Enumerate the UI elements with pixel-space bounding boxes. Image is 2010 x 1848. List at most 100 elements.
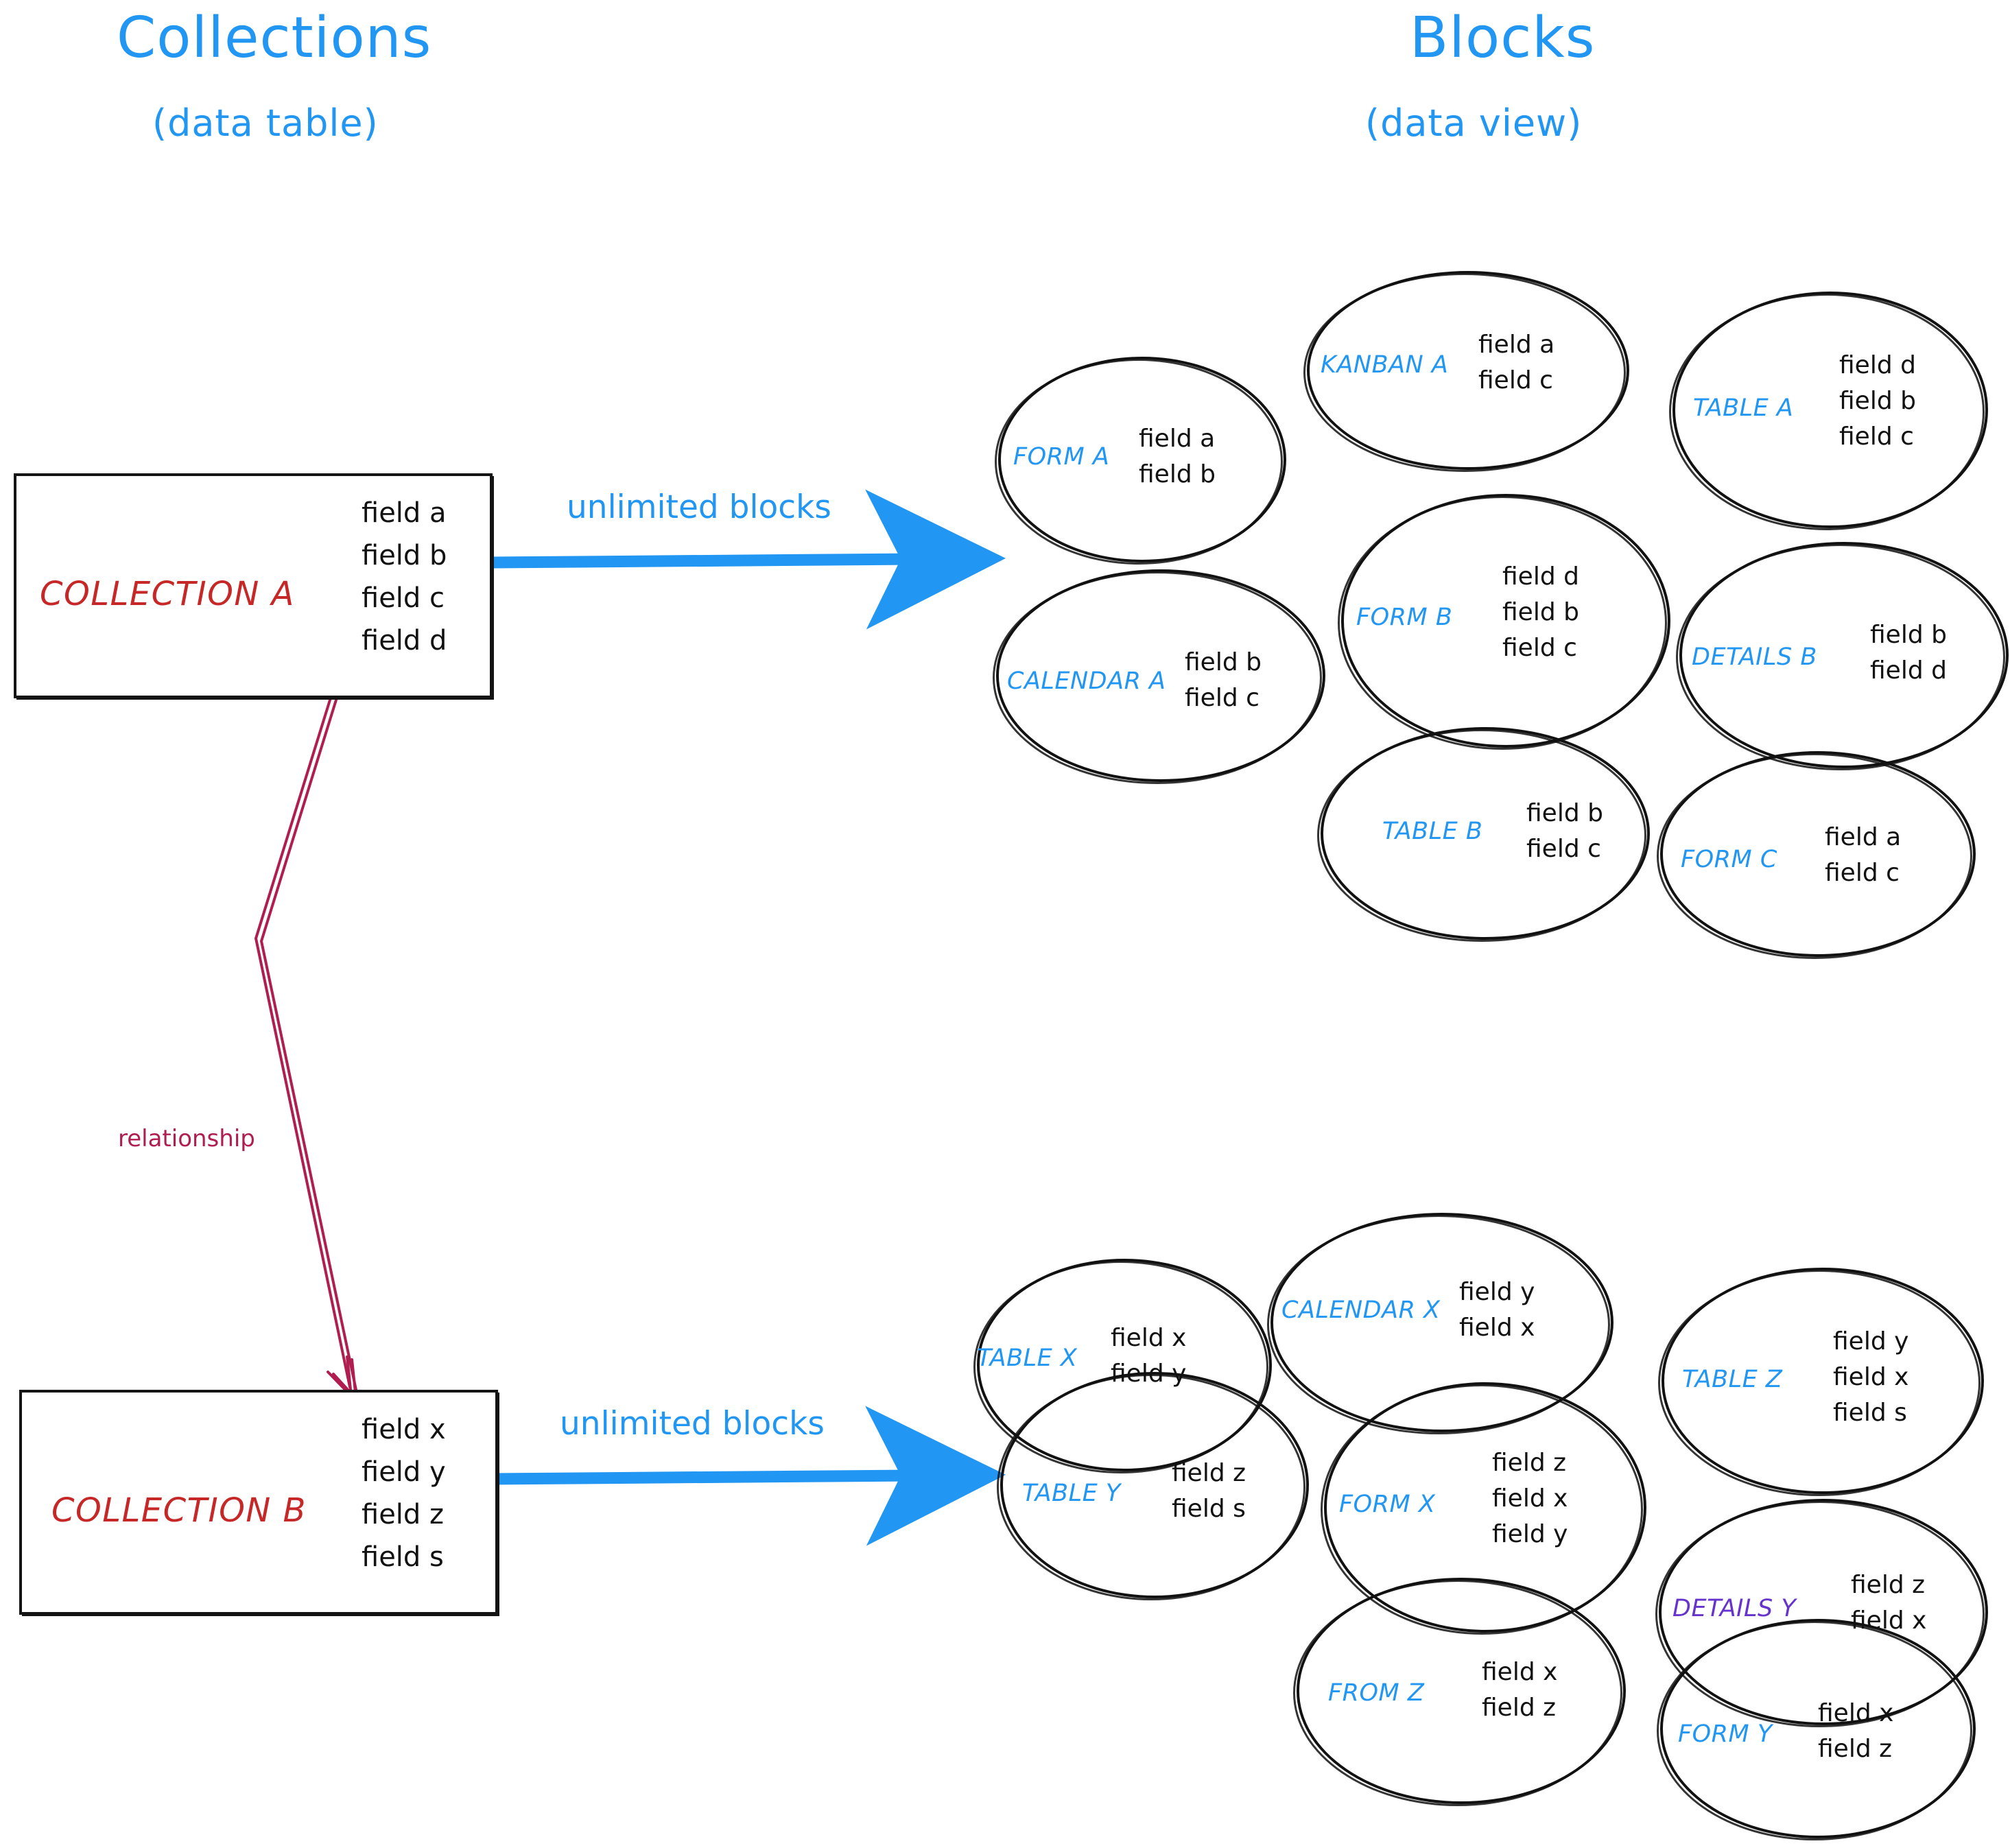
field-row: field a: [1825, 823, 1902, 851]
page-title-blocks: Blocks: [1410, 5, 1596, 71]
ellipse-outline: [1672, 292, 1988, 528]
field-row: field z: [1482, 1694, 1557, 1722]
block-fields: field a field c: [1825, 820, 1901, 891]
field-row: field x: [1482, 1658, 1558, 1686]
field-row: field z: [1818, 1735, 1893, 1764]
ellipse-outline: [1660, 751, 1976, 957]
field-row: field b: [1502, 598, 1579, 627]
block-fields: field x field z: [1482, 1655, 1557, 1726]
field-row: field c: [1502, 634, 1577, 663]
arrow-label-unlimited-blocks-b: unlimited blocks: [560, 1405, 825, 1443]
field-row: field z: [1851, 1571, 1926, 1599]
ellipse-outline: [1321, 727, 1650, 940]
block-fields: field b field d: [1870, 617, 1947, 689]
block-kanban-a[interactable]: KANBAN A field a field c: [1303, 271, 1629, 472]
block-fields: field d field b field c: [1502, 559, 1579, 667]
block-fields: field a field c: [1478, 327, 1554, 399]
arrow-unlimited-blocks-a: [486, 489, 1006, 630]
field-row: field b: [1870, 621, 1947, 649]
block-fields: field x field z: [1818, 1696, 1893, 1767]
block-label: CALENDAR X: [1281, 1296, 1441, 1324]
field-row: field s: [1833, 1399, 1907, 1428]
block-label: TABLE Y: [1022, 1480, 1121, 1507]
block-fields: field b field c: [1526, 796, 1603, 867]
block-fields: field y field x: [1459, 1275, 1535, 1346]
block-table-z[interactable]: TABLE Z field y field x field s: [1658, 1268, 1984, 1496]
block-details-b[interactable]: DETAILS B field b field d: [1676, 542, 2009, 770]
block-form-a[interactable]: FORM A field a field b: [995, 357, 1286, 565]
collection-a-name: COLLECTION A: [40, 575, 295, 613]
block-label: DETAILS Y: [1672, 1595, 1797, 1622]
field-row: field b: [1839, 387, 1916, 416]
arrow-unlimited-blocks-b: [486, 1406, 1006, 1546]
field-row: field x: [1818, 1699, 1894, 1727]
block-calendar-x[interactable]: CALENDAR X field y field x: [1267, 1213, 1613, 1434]
field-row: field x: [1459, 1314, 1535, 1342]
block-fields: field z field x field y: [1492, 1445, 1568, 1553]
block-label: FROM Z: [1328, 1679, 1425, 1707]
block-label: CALENDAR A: [1007, 667, 1166, 695]
field-row: field y: [1492, 1520, 1568, 1549]
block-form-y[interactable]: FORM Y field x field z: [1657, 1619, 1976, 1840]
field-row: field a: [1478, 331, 1555, 359]
block-label: TABLE B: [1382, 818, 1483, 845]
block-fields: field a field b: [1139, 421, 1216, 493]
field-row: field c: [1526, 835, 1601, 864]
field-row: field c: [1185, 684, 1260, 713]
block-label: DETAILS B: [1692, 643, 1817, 671]
block-details-y[interactable]: DETAILS Y field z field x: [1655, 1499, 1988, 1727]
ellipse-outline: [1660, 1619, 1976, 1838]
block-table-b[interactable]: TABLE B field b field c: [1317, 727, 1650, 942]
field-row: field b: [362, 540, 447, 571]
block-form-b[interactable]: FORM B field d field b field c: [1338, 494, 1670, 750]
collection-b-name: COLLECTION B: [51, 1491, 307, 1530]
block-table-y[interactable]: TABLE Y field z field s: [997, 1372, 1309, 1600]
ellipse-outline: [998, 357, 1286, 562]
field-row: field b: [1185, 648, 1262, 676]
block-fields: field z field s: [1172, 1456, 1246, 1527]
ellipse-outline: [1000, 1372, 1309, 1598]
relationship-connector: [254, 674, 358, 1403]
field-row: field b: [1139, 460, 1216, 489]
field-row: field s: [1172, 1495, 1246, 1524]
block-table-a[interactable]: TABLE A field d field b field c: [1669, 292, 1988, 530]
ellipse-outline: [1662, 1268, 1984, 1494]
collection-a-box[interactable]: [14, 473, 493, 698]
ellipse-outline: [1307, 271, 1629, 470]
field-row: field x: [1492, 1484, 1568, 1513]
field-row: field c: [1825, 859, 1900, 888]
field-row: field c: [1839, 423, 1914, 451]
field-row: field d: [362, 625, 447, 656]
field-row: field d: [1870, 656, 1947, 685]
page-subtitle-collections: (data table): [152, 102, 379, 145]
field-row: field a: [1139, 425, 1216, 453]
field-row: field d: [1839, 351, 1916, 379]
block-fields: field y field x field s: [1833, 1324, 1908, 1432]
block-fields: field d field b field c: [1839, 348, 1916, 455]
page-title-collections: Collections: [117, 5, 432, 71]
block-label: KANBAN A: [1321, 351, 1449, 379]
field-row: field y: [1459, 1278, 1535, 1306]
block-from-z[interactable]: FROM Z field x field z: [1293, 1578, 1626, 1806]
field-row: field z: [362, 1499, 445, 1530]
block-label: FORM Y: [1678, 1720, 1773, 1748]
block-label: TABLE A: [1693, 394, 1794, 422]
field-row: field z: [1172, 1459, 1246, 1487]
field-row: field x: [1833, 1363, 1909, 1392]
field-row: field b: [1526, 799, 1603, 827]
block-label: TABLE Z: [1682, 1366, 1783, 1393]
block-label: FORM X: [1339, 1491, 1436, 1518]
block-table-x[interactable]: TABLE X field x field y: [973, 1259, 1272, 1473]
field-row: field s: [362, 1541, 444, 1573]
page-subtitle-blocks: (data view): [1365, 102, 1583, 145]
field-row: field c: [362, 582, 445, 614]
field-row: field d: [1502, 562, 1579, 591]
block-form-c[interactable]: FORM C field a field c: [1657, 751, 1976, 959]
field-row: field x: [1111, 1324, 1187, 1352]
relationship-label: relationship: [118, 1125, 255, 1152]
collection-b-box[interactable]: [19, 1390, 498, 1615]
block-calendar-a[interactable]: CALENDAR A field b field c: [993, 569, 1325, 784]
block-label: FORM C: [1681, 846, 1777, 873]
field-row: field x: [362, 1414, 446, 1445]
